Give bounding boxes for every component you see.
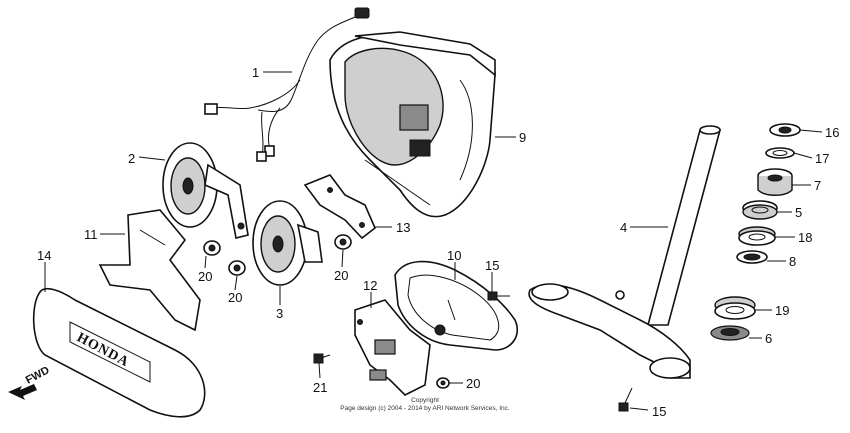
callout-1[interactable]: 1 bbox=[252, 65, 259, 80]
nut-20d[interactable] bbox=[436, 377, 450, 389]
bolt-15b[interactable] bbox=[618, 387, 633, 412]
bolt-21[interactable] bbox=[313, 353, 331, 364]
callout-15b[interactable]: 15 bbox=[652, 404, 666, 419]
bearing-19[interactable] bbox=[714, 296, 756, 320]
horn-lower[interactable] bbox=[252, 200, 323, 286]
steering-nut-16[interactable] bbox=[769, 123, 801, 137]
fwd-label: FWD bbox=[24, 364, 52, 386]
bearing-race-5[interactable] bbox=[742, 200, 778, 220]
callout-5[interactable]: 5 bbox=[795, 205, 802, 220]
callout-12[interactable]: 12 bbox=[363, 278, 377, 293]
copyright-line1: Copyright bbox=[411, 397, 439, 404]
callout-20a[interactable]: 20 bbox=[198, 269, 212, 284]
forward-arrow: FWD bbox=[8, 364, 52, 400]
bearing-18[interactable] bbox=[738, 226, 776, 246]
callout-20c[interactable]: 20 bbox=[334, 268, 348, 283]
callout-numbers: 1 2 3 4 5 6 7 8 9 10 11 12 13 14 15 15 1… bbox=[37, 65, 839, 419]
callout-4[interactable]: 4 bbox=[620, 220, 627, 235]
callout-9[interactable]: 9 bbox=[519, 130, 526, 145]
callout-11[interactable]: 11 bbox=[84, 227, 98, 242]
nut-20a[interactable] bbox=[203, 240, 221, 256]
horn-stay[interactable] bbox=[303, 174, 376, 240]
callout-2[interactable]: 2 bbox=[128, 151, 135, 166]
callout-20b[interactable]: 20 bbox=[228, 290, 242, 305]
emblem-plate[interactable]: HONDA bbox=[32, 288, 206, 418]
copyright-footer: Copyright Page design (c) 2004 - 2014 by… bbox=[340, 397, 510, 412]
headlight-case[interactable] bbox=[329, 31, 496, 218]
callout-6[interactable]: 6 bbox=[765, 331, 772, 346]
bolt-15a[interactable] bbox=[487, 291, 510, 301]
horn-upper[interactable] bbox=[162, 142, 249, 239]
headlight-stay[interactable] bbox=[354, 299, 431, 396]
wire-harness[interactable] bbox=[204, 7, 370, 162]
callout-13[interactable]: 13 bbox=[396, 220, 410, 235]
callout-20d[interactable]: 20 bbox=[466, 376, 480, 391]
nut-20c[interactable] bbox=[334, 234, 352, 250]
dust-seal-8[interactable] bbox=[736, 250, 768, 264]
horn-bracket[interactable] bbox=[98, 209, 201, 332]
callout-17[interactable]: 17 bbox=[815, 151, 829, 166]
lock-washer-17[interactable] bbox=[765, 147, 795, 159]
leader-lines bbox=[44, 71, 823, 411]
callout-14[interactable]: 14 bbox=[37, 248, 51, 263]
nut-20b[interactable] bbox=[228, 260, 246, 276]
adjusting-nut-7[interactable] bbox=[757, 168, 793, 196]
callout-19[interactable]: 19 bbox=[775, 303, 789, 318]
callout-8[interactable]: 8 bbox=[789, 254, 796, 269]
callout-21[interactable]: 21 bbox=[313, 380, 327, 395]
instrument-bracket[interactable] bbox=[394, 260, 519, 351]
steering-stem[interactable] bbox=[528, 125, 722, 379]
copyright-line2: Page design (c) 2004 - 2014 by ARI Netwo… bbox=[340, 405, 510, 412]
callout-7[interactable]: 7 bbox=[814, 178, 821, 193]
dust-seal-6[interactable] bbox=[710, 325, 750, 341]
nuts bbox=[203, 234, 450, 389]
callout-15a[interactable]: 15 bbox=[485, 258, 499, 273]
callout-16[interactable]: 16 bbox=[825, 125, 839, 140]
callout-18[interactable]: 18 bbox=[798, 230, 812, 245]
callout-10[interactable]: 10 bbox=[447, 248, 461, 263]
callout-3[interactable]: 3 bbox=[276, 306, 283, 321]
